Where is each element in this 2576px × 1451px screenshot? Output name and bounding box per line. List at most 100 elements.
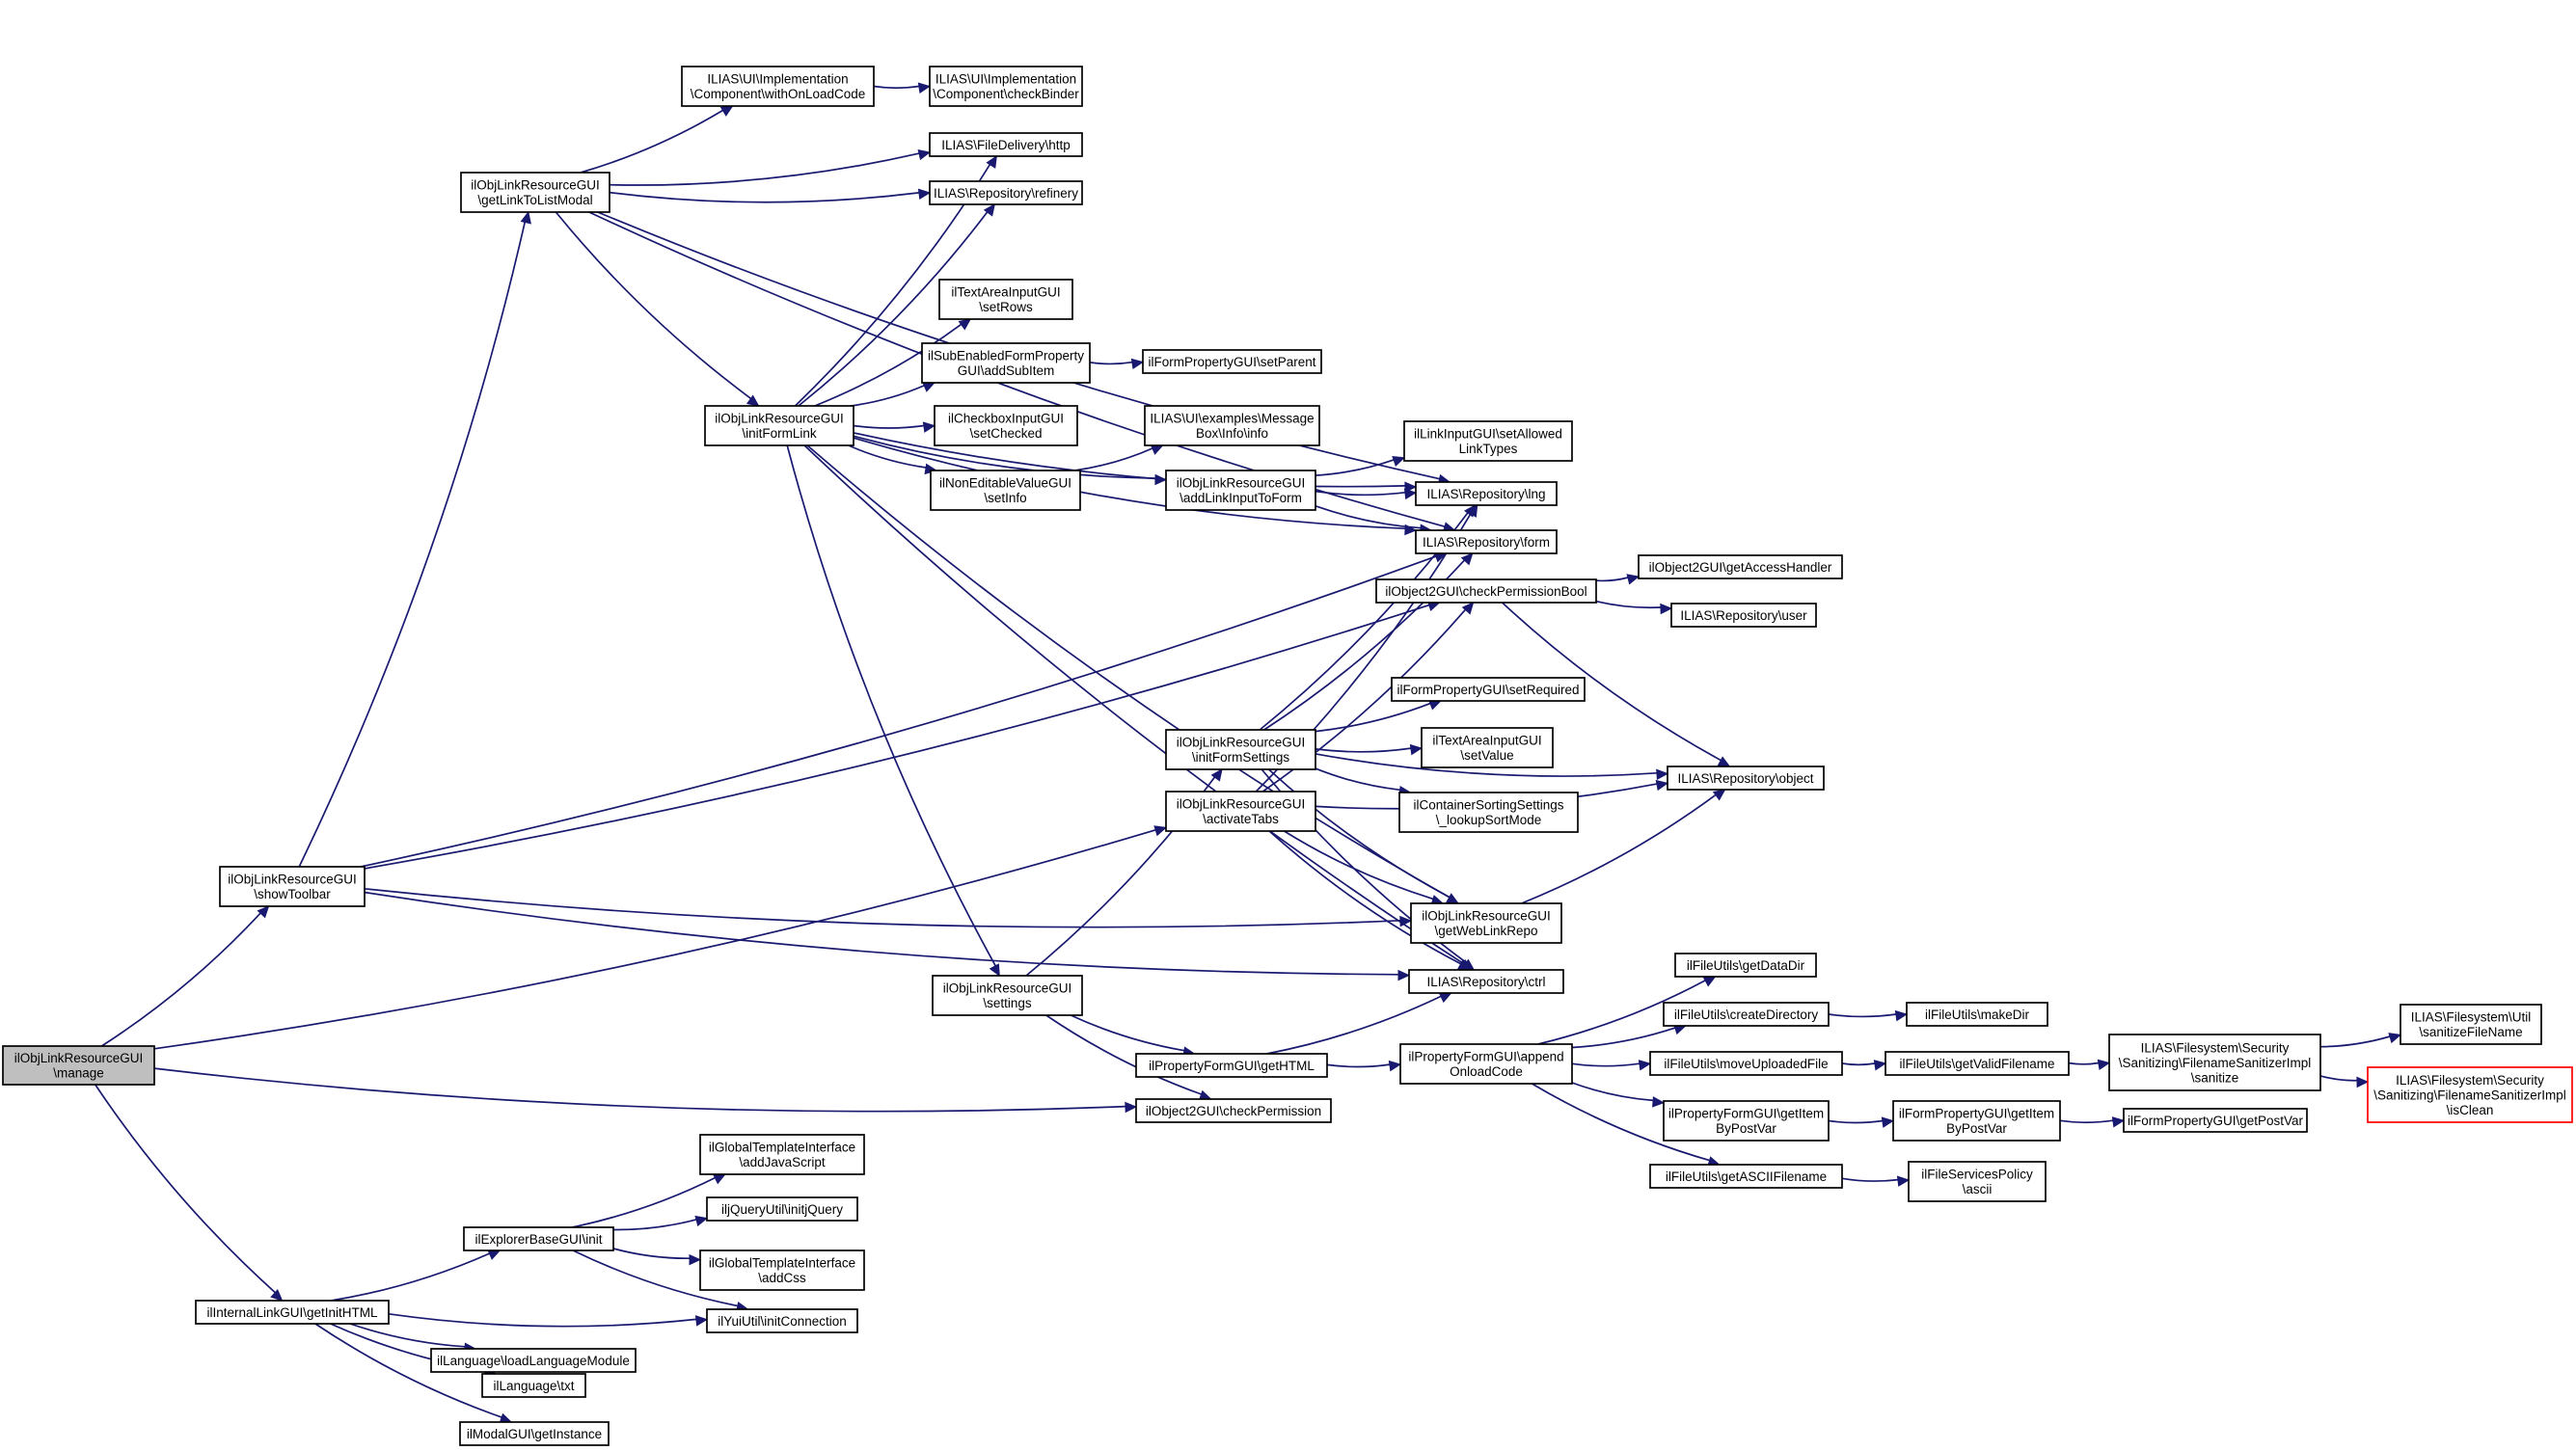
arrowhead-icon [1660, 603, 1673, 615]
arrowhead-icon [917, 148, 932, 161]
node-setChecked[interactable]: ilCheckboxInputGUI\setChecked [934, 405, 1078, 446]
node-label-line: ilPropertyFormGUI\append [1408, 1050, 1563, 1064]
node-loadLanguageModule[interactable]: ilLanguage\loadLanguageModule [430, 1348, 637, 1373]
arrowhead-icon [689, 1253, 702, 1266]
node-moveUploadedFile[interactable]: ilFileUtils\moveUploadedFile [1649, 1051, 1843, 1076]
node-setRequired[interactable]: ilFormPropertyGUI\setRequired [1391, 677, 1586, 702]
node-box [1421, 727, 1554, 768]
node-initjQuery[interactable]: iljQueryUtil\initjQuery [706, 1196, 858, 1222]
node-label-line: ILIAS\Repository\object [1677, 771, 1813, 786]
node-setParent[interactable]: ilFormPropertyGUI\setParent [1142, 349, 1322, 374]
node-lookupSortMode[interactable]: ilContainerSortingSettings\_lookupSortMo… [1398, 792, 1579, 833]
node-label-line: OnloadCode [1450, 1064, 1523, 1079]
node-label-line: ilGlobalTemplateInterface [709, 1256, 855, 1271]
node-setInfo[interactable]: ilNonEditableValueGUI\setInfo [930, 470, 1081, 511]
node-checkPermission[interactable]: ilObject2GUI\checkPermission [1135, 1098, 1332, 1123]
node-label-line: ilFileUtils\getDataDir [1687, 958, 1805, 973]
node-box [1670, 603, 1817, 628]
node-initFormSettings[interactable]: ilObjLinkResourceGUI\initFormSettings [1165, 729, 1316, 770]
node-box [2108, 1034, 2321, 1091]
node-http[interactable]: ILIAS\FileDelivery\http [929, 132, 1083, 157]
edge-line [95, 1084, 276, 1294]
node-sanitizeFileName[interactable]: ILIAS\Filesystem\Util\sanitizeFileName [2400, 1004, 2542, 1045]
node-addLinkInputToForm[interactable]: ilObjLinkResourceGUI\addLinkInputToForm [1165, 470, 1316, 511]
node-getASCIIFilename[interactable]: ilFileUtils\getASCIIFilename [1649, 1164, 1843, 1189]
node-label-line: \Component\checkBinder [933, 87, 1079, 101]
node-addJavaScript[interactable]: ilGlobalTemplateInterface\addJavaScript [699, 1134, 865, 1175]
node-box [1410, 902, 1562, 944]
node-checkBinder[interactable]: ILIAS\UI\Implementation\Component\checkB… [929, 66, 1083, 107]
node-label-line: \sanitize [2191, 1070, 2239, 1085]
node-txt[interactable]: ilLanguage\txt [481, 1373, 586, 1398]
node-sanitize[interactable]: ILIAS\Filesystem\Security\Sanitizing\Fil… [2108, 1034, 2321, 1091]
node-lng[interactable]: ILIAS\Repository\lng [1415, 481, 1558, 506]
node-label-line: ilContainerSortingSettings [1413, 798, 1563, 813]
node-initConnection[interactable]: ilYuiUtil\initConnection [706, 1308, 858, 1333]
node-box [1398, 792, 1579, 833]
node-label-line: \sanitizeFileName [2419, 1025, 2522, 1039]
node-label-line: ilExplorerBaseGUI\init [475, 1232, 602, 1247]
call-edge-initFormSettings-to-setValue [1315, 743, 1424, 756]
node-getInstance[interactable]: ilModalGUI\getInstance [459, 1421, 610, 1446]
node-settings[interactable]: ilObjLinkResourceGUI\settings [932, 975, 1083, 1016]
node-getPostVar[interactable]: ilFormPropertyGUI\getPostVar [2123, 1108, 2308, 1133]
node-box [1674, 953, 1817, 978]
node-checkPermissionBool[interactable]: ilObject2GUI\checkPermissionBool [1375, 578, 1597, 604]
arrowhead-icon [917, 82, 932, 94]
node-box [929, 132, 1083, 157]
node-label-line: ilFormPropertyGUI\getPostVar [2128, 1114, 2304, 1128]
node-getDataDir[interactable]: ilFileUtils\getDataDir [1674, 953, 1817, 978]
node-ascii[interactable]: ilFileServicesPolicy\ascii [1908, 1161, 2047, 1202]
node-createDirectory[interactable]: ilFileUtils\createDirectory [1663, 1002, 1830, 1027]
call-edge-appendOnloadCode-to-moveUploadedFile [1571, 1060, 1652, 1071]
node-initFormLink[interactable]: ilObjLinkResourceGUI\initFormLink [704, 405, 854, 446]
node-isClean[interactable]: ILIAS\Filesystem\Security\Sanitizing\Fil… [2367, 1066, 2573, 1123]
node-activateTabs[interactable]: ilObjLinkResourceGUI\activateTabs [1165, 791, 1316, 832]
call-edge-addSubItem-to-setParent [1089, 358, 1145, 370]
node-setValue[interactable]: ilTextAreaInputGUI\setValue [1421, 727, 1554, 768]
function-nodes: ilObjLinkResourceGUI\manage ilObjLinkReso… [2, 66, 2573, 1446]
node-box [195, 1300, 390, 1325]
node-label-line: ilObjLinkResourceGUI [1177, 736, 1306, 750]
edge-line [364, 604, 1430, 870]
arrowhead-icon [1397, 969, 1411, 981]
node-setRows[interactable]: ilTextAreaInputGUI\setRows [938, 279, 1073, 320]
node-user[interactable]: ILIAS\Repository\user [1670, 603, 1817, 628]
node-label-line: ILIAS\FileDelivery\http [941, 138, 1071, 152]
node-withOnLoadCode[interactable]: ILIAS\UI\Implementation\Component\withOn… [681, 66, 875, 107]
node-manage[interactable]: ilObjLinkResourceGUI\manage [2, 1045, 155, 1086]
node-box [2400, 1004, 2542, 1045]
edge-line [1537, 980, 1706, 1045]
edge-line [100, 912, 261, 1047]
arrowhead-icon [694, 1315, 709, 1327]
node-getValidFilename[interactable]: ilFileUtils\getValidFilename [1885, 1051, 2070, 1076]
node-object[interactable]: ILIAS\Repository\object [1667, 766, 1825, 791]
node-label-line: LinkTypes [1459, 442, 1518, 456]
node-getWebLinkRepo[interactable]: ilObjLinkResourceGUI\getWebLinkRepo [1410, 902, 1562, 944]
node-propGetHTML[interactable]: ilPropertyFormGUI\getHTML [1135, 1053, 1328, 1078]
node-form[interactable]: ILIAS\Repository\form [1415, 529, 1558, 554]
arrowhead-icon [917, 188, 932, 201]
node-label-line: \Component\withOnLoadCode [691, 87, 866, 101]
node-label-line: GUI\addSubItem [958, 363, 1055, 378]
node-getAccessHandler[interactable]: ilObject2GUI\getAccessHandler [1638, 554, 1843, 579]
call-edge-settings-to-propGetHTML [1070, 1014, 1196, 1058]
node-addCss[interactable]: ilGlobalTemplateInterface\addCss [699, 1249, 865, 1291]
node-label-line: \ascii [1963, 1182, 1993, 1196]
node-explorerInit[interactable]: ilExplorerBaseGUI\init [463, 1226, 614, 1251]
node-ctrl[interactable]: ILIAS\Repository\ctrl [1408, 969, 1564, 994]
node-getLinkToListModal[interactable]: ilObjLinkResourceGUI\getLinkToListModal [460, 172, 610, 213]
node-makeDir[interactable]: ilFileUtils\makeDir [1906, 1002, 2048, 1027]
node-label-line: \showToolbar [254, 887, 331, 901]
node-getInitHTML[interactable]: ilInternalLinkGUI\getInitHTML [195, 1300, 390, 1325]
node-showToolbar[interactable]: ilObjLinkResourceGUI\showToolbar [219, 866, 366, 907]
edge-line [588, 211, 1446, 528]
node-label-line: \setValue [1460, 748, 1513, 763]
node-refinery[interactable]: ILIAS\Repository\refinery [929, 180, 1083, 205]
